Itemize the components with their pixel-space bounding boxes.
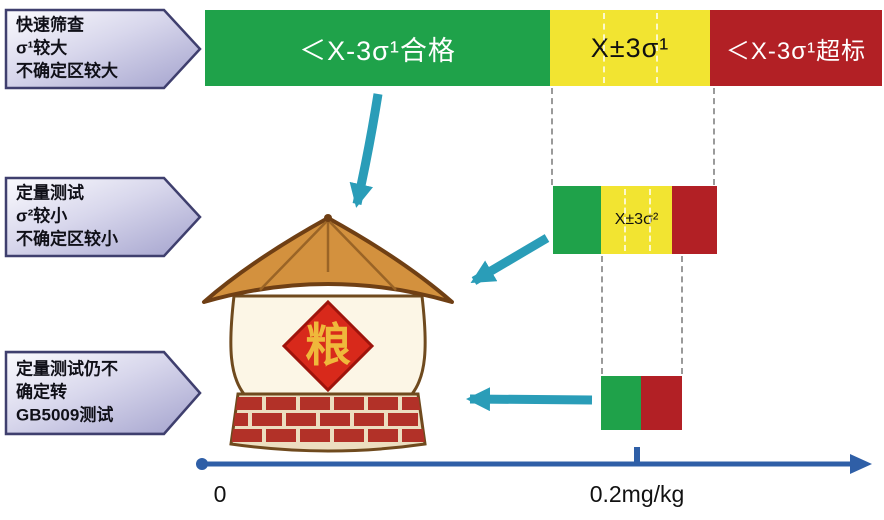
topbar-pass-label: ＜X-3σ¹合格 xyxy=(299,35,456,66)
topbar-uncertain-segment: X±3σ¹ xyxy=(550,10,710,86)
midbar-pass-segment xyxy=(553,186,601,254)
arrow-screening-to-granary xyxy=(349,93,383,208)
topbar-fail-segment: ＜X-3σ¹超标 xyxy=(710,10,882,86)
midbar-uncertain-segment: X±3σ² xyxy=(601,186,672,254)
step-arrow-shape xyxy=(4,176,202,258)
arrow-quantitative-to-granary xyxy=(470,234,550,285)
topbar-fail-label: ＜X-3σ¹超标 xyxy=(725,37,867,65)
step-rapid-screening-label: 快速筛查 σ¹较大 不确定区较大 xyxy=(16,15,118,81)
step-quantitative-test-label: 定量测试 σ²较小 不确定区较小 xyxy=(16,183,118,249)
step-gb5009-test: 定量测试仍不 确定转 GB5009测试 xyxy=(4,350,202,436)
axis-zero-label: 0 xyxy=(213,481,227,507)
topbar-pass-segment: ＜X-3σ¹合格 xyxy=(205,10,550,86)
smallbar-pass-segment xyxy=(601,376,641,430)
topbar-yellow-divider-2 xyxy=(656,13,658,83)
granary-illustration: 粮 xyxy=(202,214,454,453)
step-arrow-shape xyxy=(4,350,202,436)
granary-character: 粮 xyxy=(305,319,351,371)
step-gb5009-test-label: 定量测试仍不 确定转 GB5009测试 xyxy=(16,359,118,425)
midbar-yellow-divider-1 xyxy=(624,189,626,251)
midbar-uncertain-label: X±3σ² xyxy=(614,211,659,228)
projection-line-left-top xyxy=(551,88,553,185)
midbar-yellow-divider-2 xyxy=(649,189,651,251)
projection-line-left-bottom xyxy=(601,256,603,374)
roof-finial xyxy=(324,214,332,222)
granary-bricks xyxy=(231,397,425,442)
axis-limit-label: 0.2mg/kg xyxy=(589,481,685,507)
projection-line-right-top xyxy=(713,88,715,185)
projection-line-right-bottom xyxy=(681,256,683,374)
step-rapid-screening: 快速筛查 σ¹较大 不确定区较大 xyxy=(4,8,202,90)
arrow-gb5009-to-granary xyxy=(466,387,593,412)
midbar-fail-segment xyxy=(672,186,717,254)
granary-diamond xyxy=(281,299,375,393)
step-arrow-shape xyxy=(4,8,202,90)
roof-rib-left xyxy=(259,219,329,291)
roof-rib-right xyxy=(327,219,397,291)
axis-arrowhead-icon xyxy=(850,454,872,474)
topbar-yellow-divider-1 xyxy=(603,13,605,83)
step-quantitative-test: 定量测试 σ²较小 不确定区较小 xyxy=(4,176,202,258)
smallbar-fail-segment xyxy=(641,376,682,430)
